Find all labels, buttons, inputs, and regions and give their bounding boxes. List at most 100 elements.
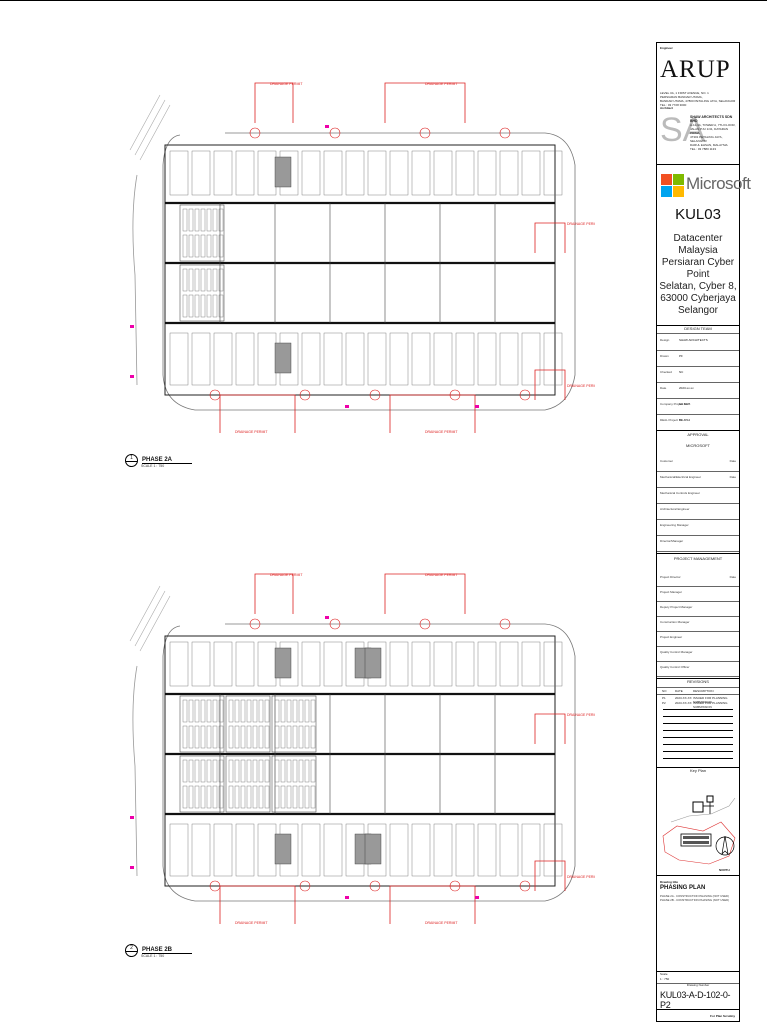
rev-desc: ISSUED FOR PLANNING SUBMISSION: [693, 696, 728, 704]
support-room: [301, 641, 321, 687]
rack-row: [252, 759, 258, 783]
rack-row: [218, 294, 224, 318]
revision-blank-line: [663, 723, 733, 724]
support-room: [411, 150, 431, 196]
section-marker: [499, 618, 511, 630]
rack-row: [200, 785, 206, 809]
project-address-line: Selangor: [677, 305, 719, 316]
client-name: Microsoft: [686, 174, 751, 193]
support-room: [521, 150, 541, 196]
support-room: [455, 150, 475, 196]
support-room: [433, 150, 453, 196]
rack-row: [280, 759, 286, 783]
rack-row: [274, 785, 280, 809]
section-marker: [369, 389, 381, 401]
support-room: [191, 641, 211, 687]
rack-row: [200, 699, 206, 723]
row-value: SA 2035: [679, 402, 691, 406]
key-plan-diagram: [662, 795, 736, 865]
building-outline: [164, 144, 556, 396]
data-hall: [179, 264, 225, 322]
rack-row: [240, 699, 246, 723]
north-label: NORTH: [719, 868, 730, 872]
equipment-block: [274, 647, 292, 679]
support-room: [257, 823, 277, 877]
support-room: [477, 332, 497, 386]
design-team-caption: DESIGN TEAM: [684, 326, 712, 331]
revision-blank-line: [663, 730, 733, 731]
callout-label: DRAINAGE PERMIT: [425, 573, 458, 577]
view-title-1: 1 PHASE 2A SCALE 1 : 750: [125, 454, 193, 468]
rack-row: [212, 785, 218, 809]
rev-date: 2023-XX-XX: [675, 696, 692, 700]
row-label: Quality Control Officer: [660, 665, 690, 669]
support-room: [411, 641, 431, 687]
row-label: Project Engineer: [660, 635, 683, 639]
rack-row: [194, 268, 200, 292]
rack-row: [240, 785, 246, 809]
architect-address: A-11-3A, TOWER A, 7TH FLOOR, JALAN PJU 1…: [690, 123, 739, 151]
rack-row: [218, 785, 224, 809]
support-room: [543, 332, 563, 386]
row-label: Project Director: [660, 575, 681, 579]
rack-row: [194, 759, 200, 783]
rack-row: [228, 785, 234, 809]
rack-row: [298, 759, 304, 783]
row-label: Drawn: [660, 354, 669, 358]
rack-row: [246, 785, 252, 809]
revision-blank-line: [663, 751, 733, 752]
support-room: [301, 823, 321, 877]
support-room: [543, 150, 563, 196]
rack-row: [212, 208, 218, 232]
support-room: [213, 641, 233, 687]
rack-row: [240, 759, 246, 783]
annotation-tag: [325, 616, 329, 619]
rack-row: [218, 725, 224, 749]
row-value: NC: [679, 370, 684, 374]
rack-row: [228, 725, 234, 749]
rack-row: [188, 208, 194, 232]
view-scale: SCALE 1 : 750: [141, 954, 165, 958]
section-marker: [499, 127, 511, 139]
road-edge: [132, 174, 138, 386]
rack-row: [304, 725, 310, 749]
drawing-number-label: Drawing Number: [686, 983, 710, 987]
equipment-block: [364, 647, 382, 679]
drainage-callout: [534, 369, 566, 400]
rack-row: [206, 268, 212, 292]
rack-row: [304, 699, 310, 723]
rack-row: [182, 759, 188, 783]
rack-row: [310, 699, 316, 723]
data-hall: [271, 695, 317, 753]
support-room: [169, 641, 189, 687]
data-hall: [271, 755, 317, 813]
rack-row: [228, 759, 234, 783]
section-marker: [249, 127, 261, 139]
building-outline: [164, 635, 556, 887]
site-boundary: [162, 132, 576, 411]
support-room: [257, 641, 277, 687]
rack-row: [310, 785, 316, 809]
view-scale: SCALE 1 : 750: [141, 464, 165, 468]
row-label: Date: [660, 386, 667, 390]
support-room: [433, 332, 453, 386]
section-marker: [369, 880, 381, 892]
support-room: [301, 150, 321, 196]
annotation-tag: [475, 896, 479, 899]
support-room: [169, 332, 189, 386]
rack-row: [206, 725, 212, 749]
rev-header-date: DATE: [675, 689, 683, 693]
support-room: [213, 823, 233, 877]
drainage-callout: [254, 573, 294, 614]
row-date-label: Date: [729, 459, 736, 463]
support-room: [191, 823, 211, 877]
rev-desc: ISSUED FOR PLANNING SUBMISSION: [693, 701, 728, 709]
rack-row: [212, 759, 218, 783]
rack-row: [200, 268, 206, 292]
rack-row: [280, 699, 286, 723]
rack-row: [304, 785, 310, 809]
